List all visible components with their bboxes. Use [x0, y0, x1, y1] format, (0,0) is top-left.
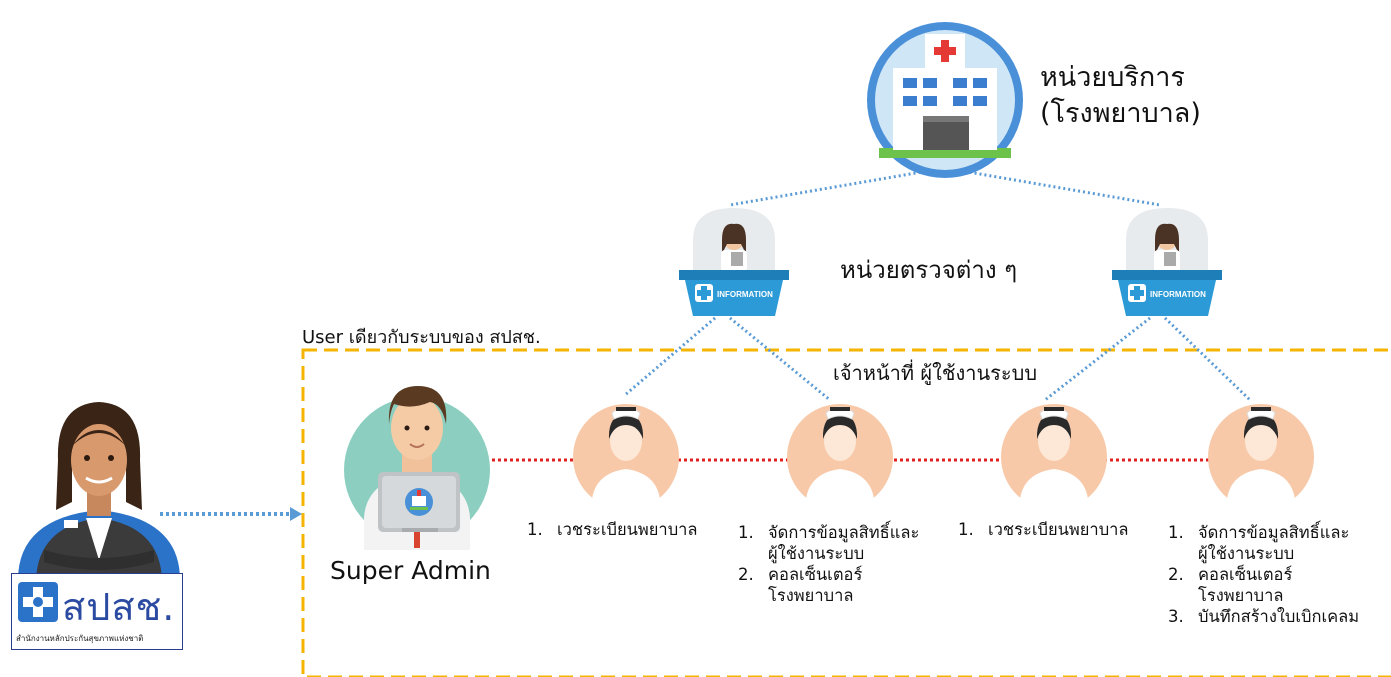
duty-item: 1. จัดการข้อมูลสิทธิ์และ ผู้ใช้งานระบบ: [738, 522, 919, 564]
units-label: หน่วยตรวจต่าง ๆ: [840, 256, 1018, 284]
desk-right-icon: INFORMATION: [1112, 208, 1222, 316]
duty-number: 3.: [1168, 607, 1184, 626]
duty-number: 1.: [1168, 523, 1184, 542]
duty-item: 1. จัดการข้อมูลสิทธิ์และ ผู้ใช้งานระบบ: [1168, 522, 1359, 564]
duty-item: 3. บันทึกสร้างใบเบิกเคลม: [1168, 606, 1359, 627]
super-admin-label: Super Admin: [330, 556, 491, 585]
duty-text: คอลเซ็นเตอร์: [768, 565, 863, 584]
link-desk-left-nurse-2: [729, 316, 831, 402]
super-admin-avatar: [344, 386, 490, 550]
duty-text: บันทึกสร้างใบเบิกเคลม: [1198, 607, 1360, 626]
duty-text: ผู้ใช้งานระบบ: [768, 544, 865, 563]
desk-left-sign: INFORMATION: [717, 290, 773, 299]
user-boundary: [301, 348, 1391, 677]
link-desk-right-nurse-4: [1163, 316, 1252, 402]
hospital-title-line1: หน่วยบริการ: [1040, 62, 1185, 93]
staff-duties-3: 1. เวชระเบียนพยาบาล: [958, 519, 1129, 540]
staff-avatar-3: [1001, 404, 1107, 513]
arrow-head-icon: [290, 507, 302, 521]
nhso-name: สปสช.: [62, 585, 176, 629]
link-desk-right-nurse-3: [1044, 316, 1151, 402]
nhso-logo-icon: [18, 582, 58, 622]
duty-text: จัดการข้อมูลสิทธิ์และ: [768, 523, 920, 542]
duty-number: 1.: [527, 520, 543, 539]
nhso-subtitle: สำนักงานหลักประกันสุขภาพแห่งชาติ: [16, 634, 144, 643]
duty-item: 2. คอลเซ็นเตอร์ โรงพยาบาล: [1168, 564, 1359, 606]
desk-right-sign: INFORMATION: [1150, 290, 1206, 299]
link-desk-left-nurse-1: [624, 316, 716, 397]
hospital-icon: [867, 22, 1023, 178]
duty-item: 1. เวชระเบียนพยาบาล: [527, 519, 698, 540]
staff-duties-2: 1. จัดการข้อมูลสิทธิ์และ ผู้ใช้งานระบบ 2…: [738, 522, 919, 606]
duty-number: 2.: [1168, 565, 1184, 584]
duty-text: คอลเซ็นเตอร์: [1198, 565, 1293, 584]
duty-item: 2. คอลเซ็นเตอร์ โรงพยาบาล: [738, 564, 919, 606]
desk-left-icon: INFORMATION: [679, 208, 789, 316]
staff-duties-4: 1. จัดการข้อมูลสิทธิ์และ ผู้ใช้งานระบบ 2…: [1168, 522, 1359, 627]
staff-avatar-2: [787, 404, 893, 513]
duty-number: 2.: [738, 565, 754, 584]
staff-avatar-4: [1208, 404, 1314, 513]
staff-avatar-1: [573, 404, 679, 513]
duty-number: 1.: [738, 523, 754, 542]
duty-text: เวชระเบียนพยาบาล: [988, 520, 1129, 539]
duty-text: โรงพยาบาล: [768, 586, 854, 605]
nhso-officer-avatar: [18, 402, 180, 580]
staff-duties-1: 1. เวชระเบียนพยาบาล: [527, 519, 698, 540]
duty-item: 1. เวชระเบียนพยาบาล: [958, 519, 1129, 540]
link-hospital-desk-left: [729, 166, 946, 207]
link-hospital-desk-right: [944, 166, 1161, 207]
duty-number: 1.: [958, 520, 974, 539]
staff-label: เจ้าหน้าที่ ผู้ใช้งานระบบ: [833, 361, 1038, 385]
user-note: User เดียวกับระบบของ สปสช.: [302, 327, 541, 348]
duty-text: โรงพยาบาล: [1198, 586, 1284, 605]
duty-text: จัดการข้อมูลสิทธิ์และ: [1198, 523, 1350, 542]
hospital-title-line2: (โรงพยาบาล): [1040, 98, 1201, 129]
nhso-logo-card: สปสช. สำนักงานหลักประกันสุขภาพแห่งชาติ: [11, 573, 183, 650]
duty-text: ผู้ใช้งานระบบ: [1198, 544, 1295, 563]
hospital-title: หน่วยบริการ (โรงพยาบาล): [1040, 60, 1201, 132]
duty-text: เวชระเบียนพยาบาล: [557, 520, 698, 539]
